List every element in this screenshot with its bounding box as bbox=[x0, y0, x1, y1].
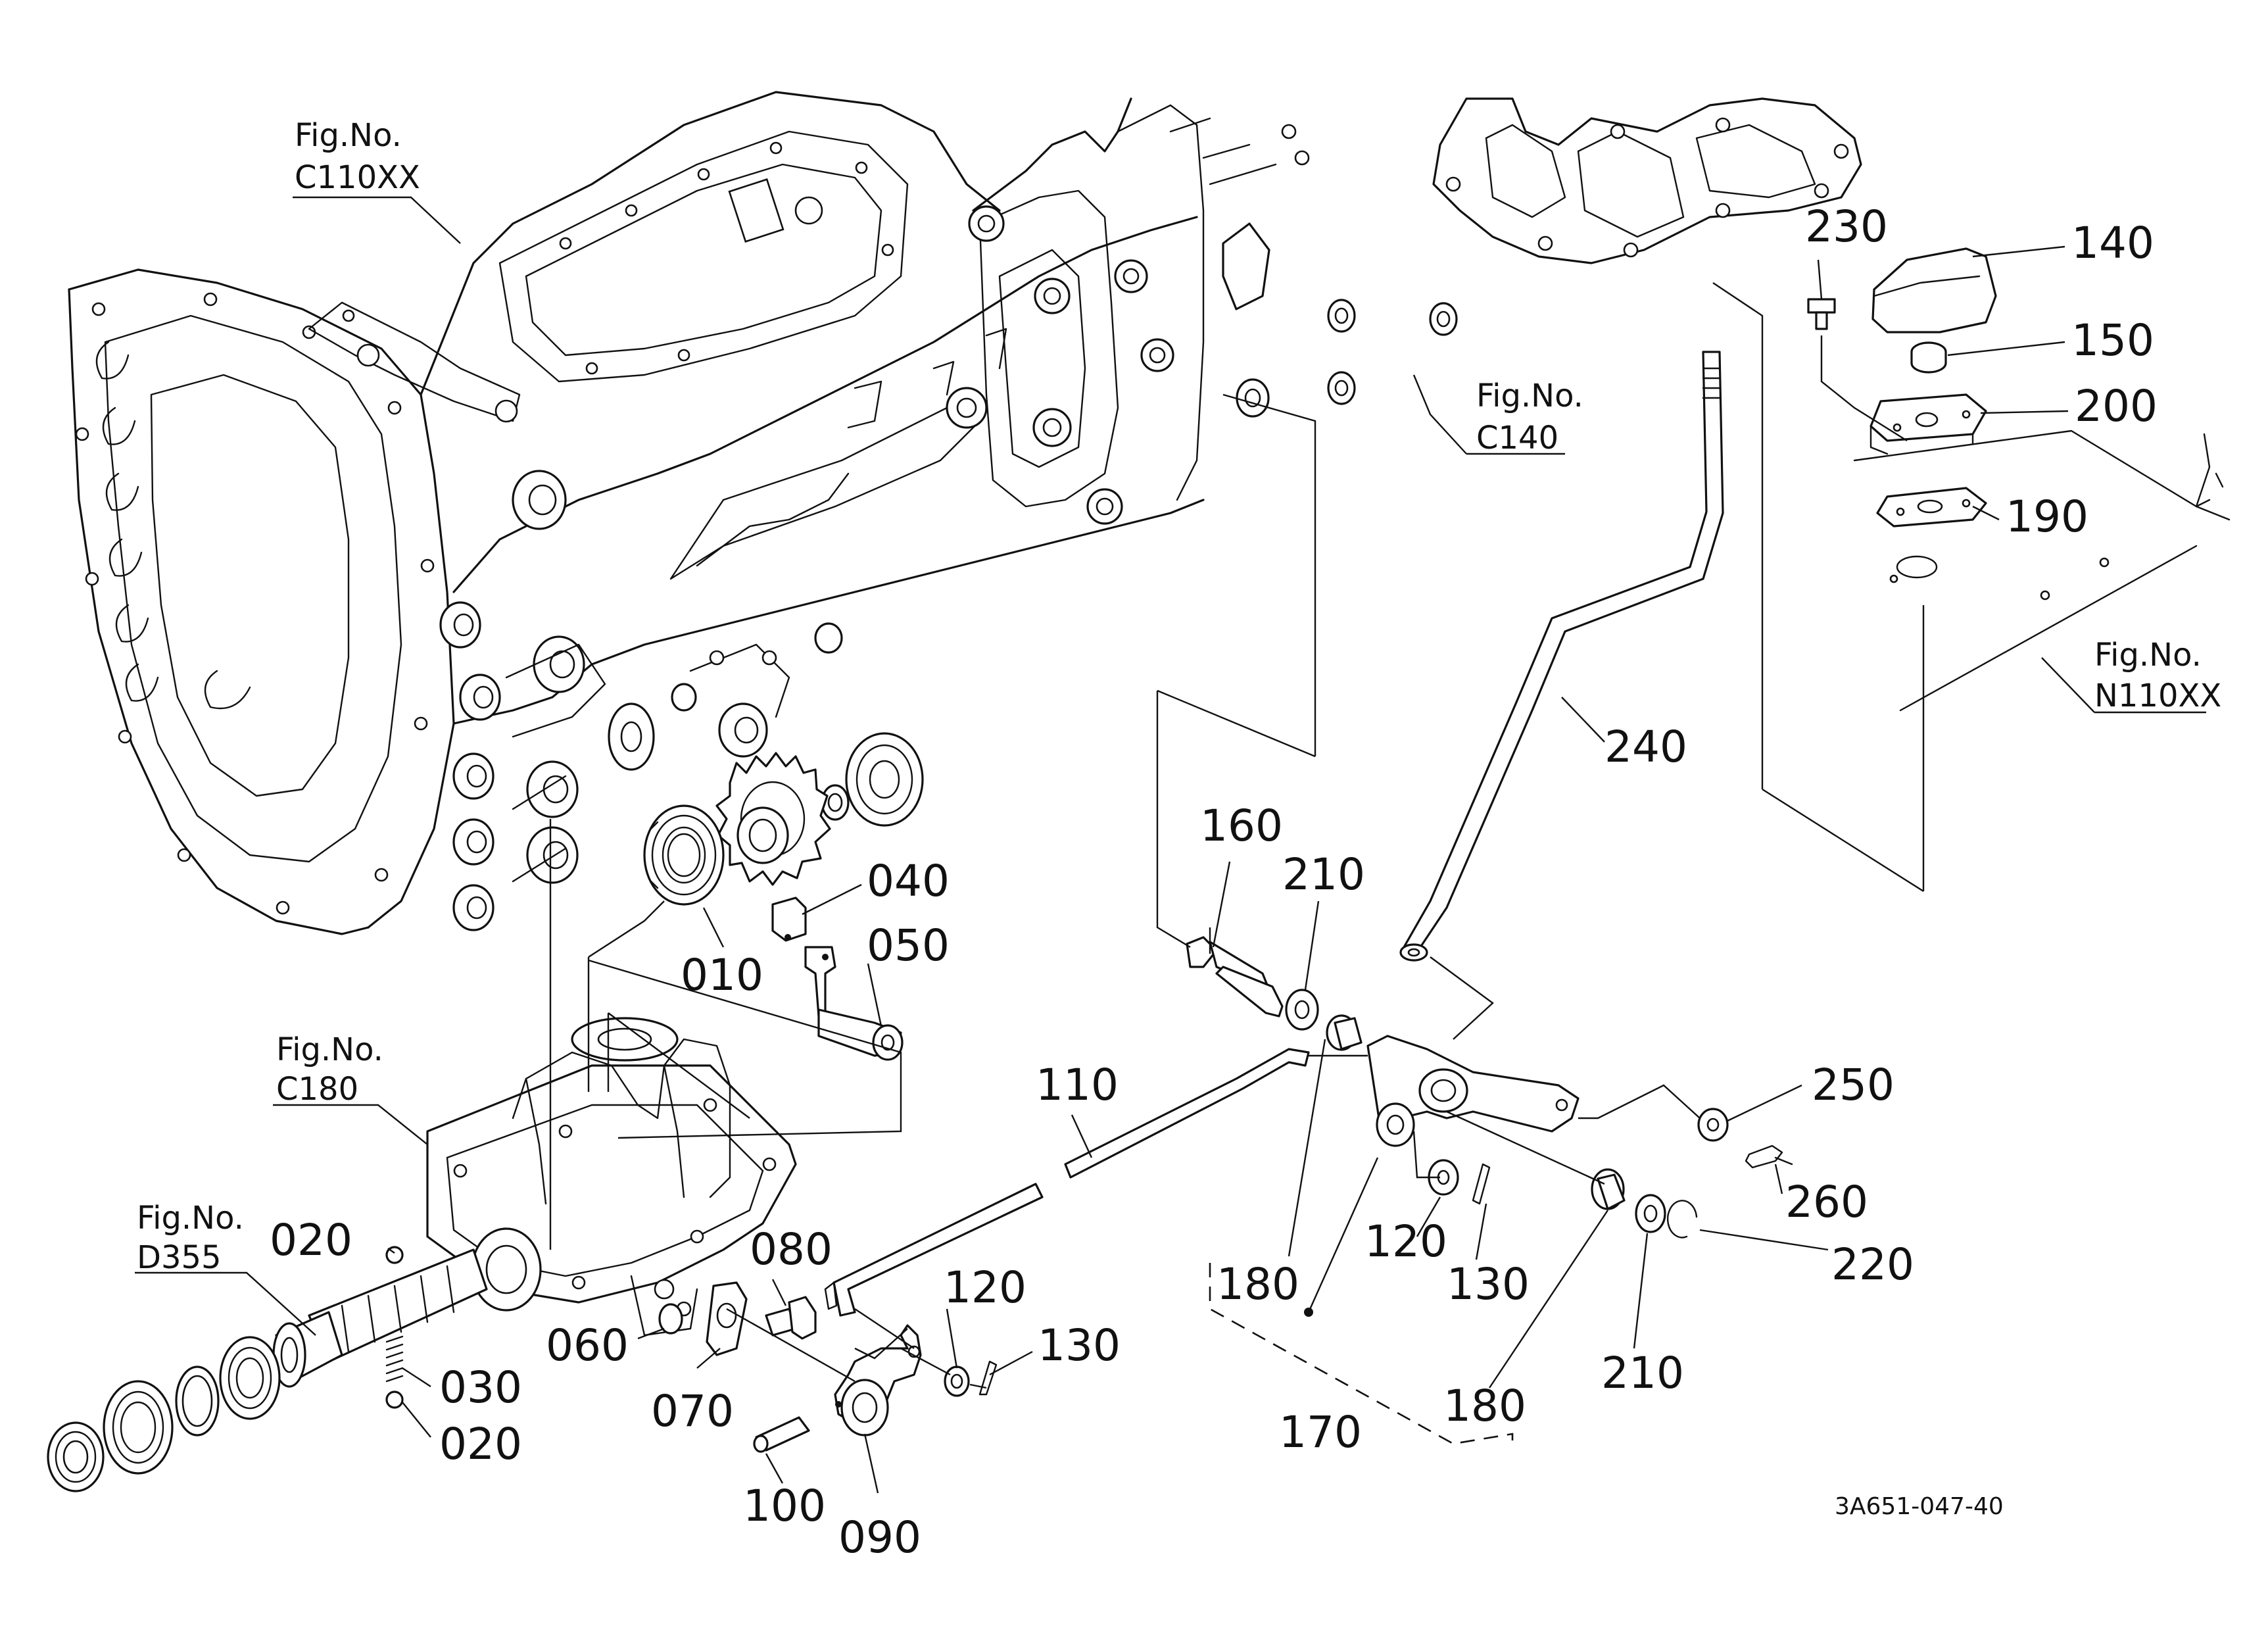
part-label-160: 160 bbox=[1200, 800, 1283, 851]
oring-part-060 bbox=[658, 1303, 683, 1335]
fig-ref-c140-line1: Fig.No. bbox=[1476, 378, 1583, 414]
fig-ref-d355-line1: Fig.No. bbox=[137, 1200, 244, 1237]
housing-rim-lobes bbox=[95, 341, 251, 710]
arm-assembly-170 bbox=[1186, 936, 1793, 1317]
part-label-040: 040 bbox=[867, 856, 950, 906]
bolt-part-080 bbox=[765, 1296, 817, 1340]
part-label-030: 030 bbox=[439, 1362, 522, 1413]
part-label-010: 010 bbox=[681, 950, 763, 1000]
leader-lines bbox=[135, 196, 2206, 1494]
part-label-210: 210 bbox=[1282, 849, 1365, 900]
part-label-190: 190 bbox=[2006, 491, 2088, 542]
fig-ref-n110xx-line2: N110XX bbox=[2094, 677, 2221, 714]
part-label-120-upper: 120 bbox=[1364, 1216, 1447, 1267]
part-label-020-bottom: 020 bbox=[439, 1419, 522, 1469]
part-label-130-upper: 130 bbox=[1447, 1259, 1530, 1310]
cap-part-140 bbox=[1871, 247, 1997, 333]
part-label-230: 230 bbox=[1805, 201, 1888, 252]
part-label-130-lower: 130 bbox=[1038, 1320, 1121, 1371]
lever-linkage-lower bbox=[658, 1048, 1310, 1453]
part-label-060: 060 bbox=[546, 1320, 629, 1371]
rod-part-110 bbox=[832, 1183, 1044, 1317]
part-label-100: 100 bbox=[743, 1481, 826, 1531]
shifter-gear-cluster bbox=[643, 732, 924, 1061]
part-label-020-top: 020 bbox=[270, 1215, 352, 1266]
part-label-140: 140 bbox=[2071, 218, 2154, 268]
part-label-260: 260 bbox=[1785, 1177, 1868, 1227]
case-bosses bbox=[439, 470, 843, 931]
part-label-250: 250 bbox=[1812, 1060, 1894, 1110]
part-label-070: 070 bbox=[651, 1386, 734, 1437]
figure-reference-labels: Fig.No. C110XX Fig.No. C140 Fig.No. N110… bbox=[137, 117, 2221, 1276]
part-label-180-upper: 180 bbox=[1217, 1259, 1299, 1310]
drawing-code: 3A651-047-40 bbox=[1835, 1493, 2004, 1520]
part-label-120-lower: 120 bbox=[944, 1262, 1026, 1313]
fig-ref-c180-line2: C180 bbox=[276, 1071, 358, 1108]
part-number-labels: 140 230 150 200 190 240 160 210 040 050 … bbox=[270, 201, 2158, 1563]
fig-ref-c110xx-line2: C110XX bbox=[295, 159, 420, 196]
pin-part-160 bbox=[1186, 936, 1284, 1018]
lever-part-090 bbox=[834, 1324, 922, 1437]
fig-ref-n110xx-line1: Fig.No. bbox=[2094, 637, 2202, 674]
fig-ref-c110xx-line1: Fig.No. bbox=[295, 117, 402, 154]
part-label-090: 090 bbox=[838, 1512, 921, 1563]
shifter-part-010 bbox=[643, 804, 725, 906]
part-label-240: 240 bbox=[1604, 722, 1687, 772]
fig-ref-c180-line1: Fig.No. bbox=[276, 1031, 383, 1068]
fig-ref-d355-line2: D355 bbox=[137, 1239, 222, 1276]
part-label-180-lower: 180 bbox=[1443, 1381, 1526, 1431]
part-label-210-lower: 210 bbox=[1601, 1348, 1684, 1398]
part-label-050: 050 bbox=[867, 920, 950, 971]
transmission-case-drawing bbox=[68, 91, 1862, 935]
bolt-part-230 bbox=[1807, 298, 1836, 330]
part-label-110: 110 bbox=[1036, 1060, 1119, 1110]
rod-part-240 bbox=[1403, 351, 1724, 948]
block-part-040 bbox=[771, 897, 807, 942]
gear-case-drawing bbox=[426, 1017, 797, 1337]
part-label-200: 200 bbox=[2075, 381, 2158, 431]
part-label-150: 150 bbox=[2071, 315, 2154, 366]
fork-part-050 bbox=[804, 946, 904, 1061]
part-label-170: 170 bbox=[1279, 1407, 1362, 1458]
part-label-080: 080 bbox=[750, 1224, 832, 1275]
part-label-220: 220 bbox=[1831, 1239, 1914, 1290]
shift-knob-assembly bbox=[1399, 247, 2231, 962]
pto-shaft-assembly bbox=[47, 1246, 488, 1492]
fig-ref-c140-line2: C140 bbox=[1476, 420, 1558, 456]
